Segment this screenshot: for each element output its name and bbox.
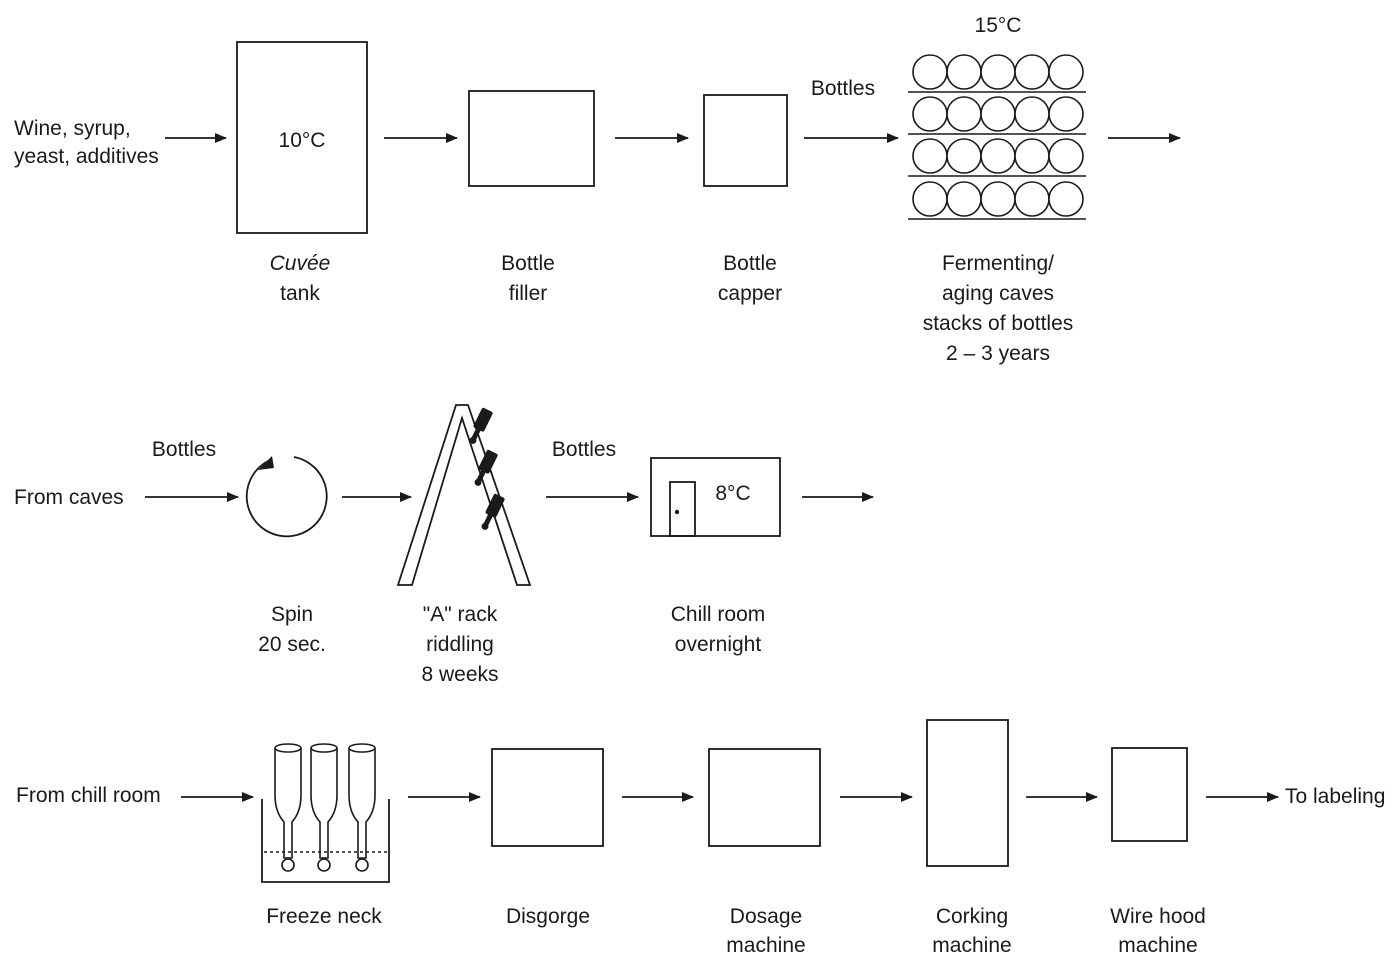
bottle-capper-box bbox=[704, 95, 787, 186]
inverted-bottle-icon bbox=[275, 748, 301, 858]
disgorge-label: Disgorge bbox=[506, 905, 590, 928]
bottle-end-icon bbox=[981, 139, 1015, 173]
bottle-end-icon bbox=[913, 97, 947, 131]
bottles-label-row2b: Bottles bbox=[552, 438, 616, 461]
inverted-bottle-icon bbox=[349, 748, 375, 858]
tank-temp: 10°C bbox=[279, 129, 326, 152]
bottle-base-icon bbox=[349, 744, 375, 752]
corking-machine-box bbox=[927, 720, 1008, 866]
frozen-plug-icon bbox=[356, 859, 368, 871]
bottle-end-icon bbox=[947, 97, 981, 131]
bottle-end-icon bbox=[1015, 97, 1049, 131]
rack-label-line2: riddling bbox=[426, 633, 494, 656]
corking-label-line1: Corking bbox=[936, 905, 1008, 928]
cave-label-line3: stacks of bottles bbox=[923, 312, 1074, 335]
chill-label-line2: overnight bbox=[675, 633, 762, 656]
cave-label-line1: Fermenting/ bbox=[942, 252, 1054, 275]
bottles-label-row2a: Bottles bbox=[152, 438, 216, 461]
dosage-label-line2: machine bbox=[726, 934, 805, 956]
cave-label-line4: 2 – 3 years bbox=[946, 342, 1050, 365]
bottle-end-icon bbox=[1015, 139, 1049, 173]
bottle-end-icon bbox=[981, 55, 1015, 89]
bottle-end-icon bbox=[947, 182, 981, 216]
wire-hood-machine-box bbox=[1112, 748, 1187, 841]
dosage-machine-box bbox=[709, 749, 820, 846]
spin-label-line2: 20 sec. bbox=[258, 633, 326, 656]
bottle-stack-icon bbox=[908, 55, 1086, 219]
bottle-end-icon bbox=[913, 55, 947, 89]
tank-label-line1: Cuvée bbox=[270, 252, 331, 275]
capper-label-line1: Bottle bbox=[723, 252, 777, 275]
input-label-line1: Wine, syrup, bbox=[14, 117, 131, 140]
bottle-end-icon bbox=[1049, 182, 1083, 216]
rack-label-line1: "A" rack bbox=[423, 603, 498, 626]
wirehood-label-line1: Wire hood bbox=[1110, 905, 1206, 928]
bottle-end-icon bbox=[1049, 97, 1083, 131]
tank-label-line2: tank bbox=[280, 282, 320, 305]
frozen-plug-icon bbox=[282, 859, 294, 871]
freeze-neck-icon bbox=[262, 744, 389, 882]
cave-label-line2: aging caves bbox=[942, 282, 1054, 305]
bottle-end-icon bbox=[981, 97, 1015, 131]
bottle-end-icon bbox=[1015, 55, 1049, 89]
inverted-bottle-icon bbox=[311, 748, 337, 858]
wirehood-label-line2: machine bbox=[1118, 934, 1197, 956]
input-label-line2: yeast, additives bbox=[14, 145, 159, 168]
disgorge-box bbox=[492, 749, 603, 846]
corking-label-line2: machine bbox=[932, 934, 1011, 956]
bottle-end-icon bbox=[913, 139, 947, 173]
bottle-icon bbox=[478, 493, 505, 532]
spin-label-line1: Spin bbox=[271, 603, 313, 626]
bottle-base-icon bbox=[311, 744, 337, 752]
bottle-filler-box bbox=[469, 91, 594, 186]
bottles-label-row1: Bottles bbox=[811, 77, 875, 100]
bottle-base-icon bbox=[275, 744, 301, 752]
spin-icon bbox=[247, 456, 327, 536]
bottle-end-icon bbox=[913, 182, 947, 216]
filler-label-line2: filler bbox=[509, 282, 548, 305]
bottle-end-icon bbox=[1015, 182, 1049, 216]
capper-label-line2: capper bbox=[718, 282, 782, 305]
chill-label-line1: Chill room bbox=[671, 603, 766, 626]
a-rack-icon bbox=[398, 405, 530, 585]
chill-temp: 8°C bbox=[715, 482, 750, 505]
bottle-end-icon bbox=[1049, 139, 1083, 173]
to-labeling-label: To labeling bbox=[1285, 785, 1385, 808]
bottle-end-icon bbox=[1049, 55, 1083, 89]
bottle-end-icon bbox=[981, 182, 1015, 216]
cave-temp: 15°C bbox=[975, 14, 1022, 37]
dosage-label-line1: Dosage bbox=[730, 905, 802, 928]
frozen-plug-icon bbox=[318, 859, 330, 871]
from-chill-room-label: From chill room bbox=[16, 784, 161, 807]
bottle-end-icon bbox=[947, 55, 981, 89]
rack-label-line3: 8 weeks bbox=[421, 663, 498, 686]
filler-label-line1: Bottle bbox=[501, 252, 555, 275]
freeze-label: Freeze neck bbox=[266, 905, 382, 928]
bottle-end-icon bbox=[947, 139, 981, 173]
from-caves-label: From caves bbox=[14, 486, 124, 509]
